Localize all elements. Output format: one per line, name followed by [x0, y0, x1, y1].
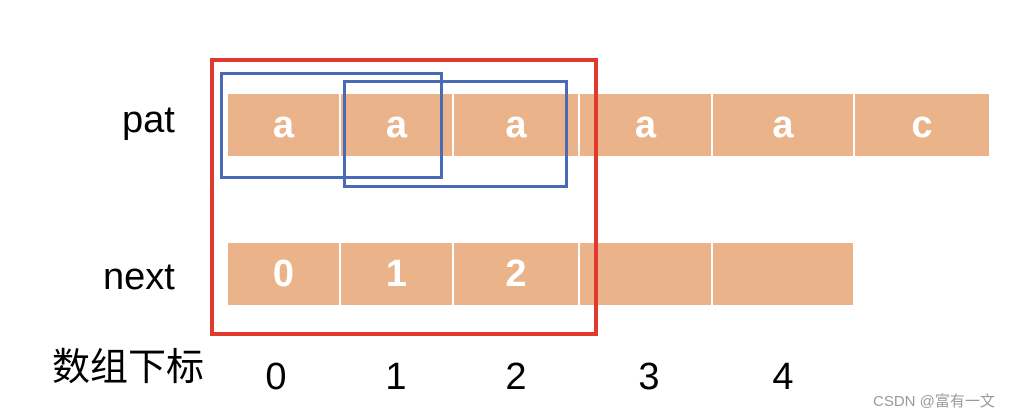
pat-label: pat [122, 99, 175, 141]
pat-cell-3: a [580, 94, 711, 156]
red-highlight-frame [210, 58, 598, 336]
index-label: 数组下标 [52, 347, 205, 389]
next-cell-4 [713, 243, 853, 305]
next-cell-2: 2 [454, 243, 578, 305]
index-2: 2 [505, 356, 527, 398]
next-cell-3 [580, 243, 711, 305]
csdn-watermark: CSDN @富有一文 [873, 393, 995, 410]
index-4: 4 [772, 356, 794, 398]
pat-cell-4: a [713, 94, 853, 156]
next-cell-1: 1 [341, 243, 452, 305]
index-0: 0 [265, 356, 287, 398]
blue-suffix-frame [343, 80, 568, 188]
next-cell-0: 0 [228, 243, 339, 305]
pat-cell-1: a [341, 94, 452, 156]
next-label: next [103, 256, 175, 298]
pat-cell-5: c [855, 94, 989, 156]
index-3: 3 [638, 356, 660, 398]
blue-prefix-frame [220, 72, 443, 179]
pat-cell-0: a [228, 94, 339, 156]
pat-cell-2: a [454, 94, 578, 156]
index-1: 1 [385, 356, 407, 398]
